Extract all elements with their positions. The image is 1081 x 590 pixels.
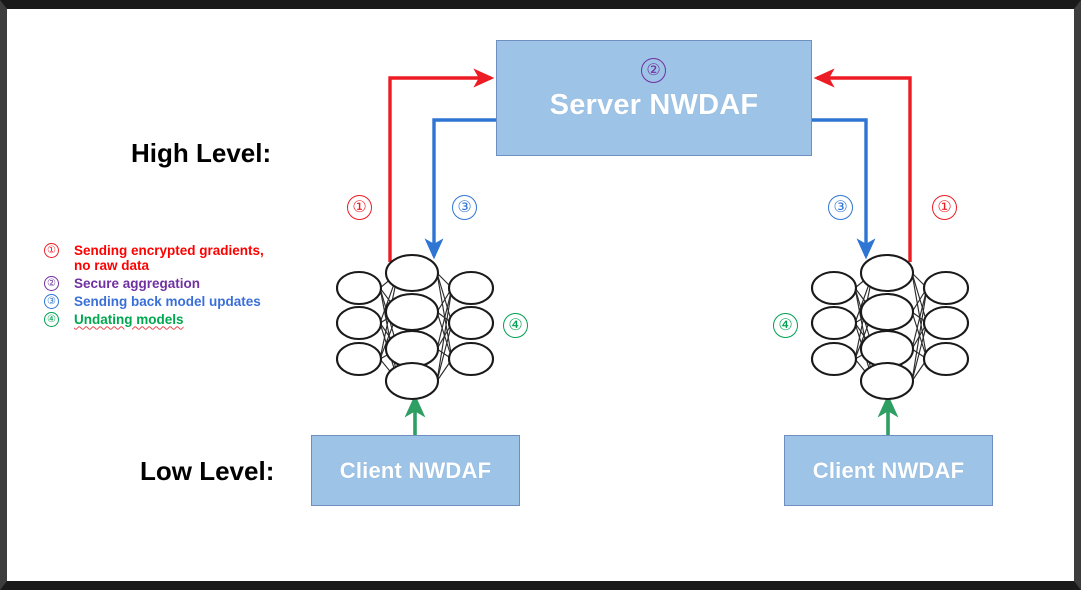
- step-marker-2-server: ②: [641, 58, 666, 83]
- legend-marker-4: ④: [44, 312, 74, 328]
- legend-marker-3: ③: [44, 294, 74, 310]
- step-marker-3-right: ③: [828, 195, 853, 220]
- client-nwdaf-label-left: Client NWDAF: [339, 457, 492, 483]
- circled-one-icon: ①: [44, 243, 59, 258]
- neural-network-right: [810, 253, 970, 401]
- circled-two-icon: ②: [44, 276, 59, 292]
- legend-item-1: ① Sending encrypted gradients, no raw da…: [44, 243, 314, 273]
- legend-marker-1: ①: [44, 243, 74, 258]
- legend-label-2: Secure aggregation: [74, 276, 201, 292]
- legend: ① Sending encrypted gradients, no raw da…: [44, 243, 314, 331]
- high-level-caption: High Level:: [131, 138, 272, 168]
- client-nwdaf-box-right[interactable]: Client NWDAF: [784, 435, 993, 506]
- client-nwdaf-box-left[interactable]: Client NWDAF: [311, 435, 520, 506]
- step-marker-1-left: ①: [347, 195, 372, 220]
- neural-network-left: [335, 253, 495, 401]
- circled-four-icon: ④: [773, 313, 798, 338]
- legend-label-1-line2: no raw data: [74, 258, 150, 274]
- legend-item-4: ④ Undating models: [44, 312, 314, 328]
- legend-label-1: Sending encrypted gradients, no raw data: [74, 243, 264, 273]
- circled-three-icon: ③: [828, 195, 853, 220]
- circled-one-icon: ①: [932, 195, 957, 220]
- step-marker-1-right: ①: [932, 195, 957, 220]
- legend-marker-2: ②: [44, 276, 74, 292]
- circled-four-icon: ④: [503, 313, 528, 338]
- step-marker-4-left: ④: [503, 313, 528, 338]
- arrow-gradients-left: [388, 68, 495, 262]
- arrow-updates-left: [424, 118, 496, 260]
- arrow-gradients-right: [813, 68, 912, 262]
- circled-four-icon: ④: [44, 312, 59, 328]
- circled-two-icon: ②: [641, 58, 666, 83]
- legend-item-2: ② Secure aggregation: [44, 276, 314, 292]
- low-level-caption: Low Level:: [140, 456, 275, 486]
- server-nwdaf-label: Server NWDAF: [549, 88, 759, 121]
- legend-label-1-line1: Sending encrypted gradients,: [74, 243, 264, 258]
- step-marker-4-right: ④: [773, 313, 798, 338]
- circled-three-icon: ③: [44, 294, 59, 310]
- client-nwdaf-label-right: Client NWDAF: [812, 457, 965, 483]
- legend-label-4: Undating models: [74, 312, 184, 328]
- circled-three-icon: ③: [452, 195, 477, 220]
- legend-item-3: ③ Sending back model updates: [44, 294, 314, 310]
- legend-label-3: Sending back model updates: [74, 294, 261, 310]
- step-marker-3-left: ③: [452, 195, 477, 220]
- arrow-updates-right: [812, 118, 876, 260]
- circled-one-icon: ①: [347, 195, 372, 220]
